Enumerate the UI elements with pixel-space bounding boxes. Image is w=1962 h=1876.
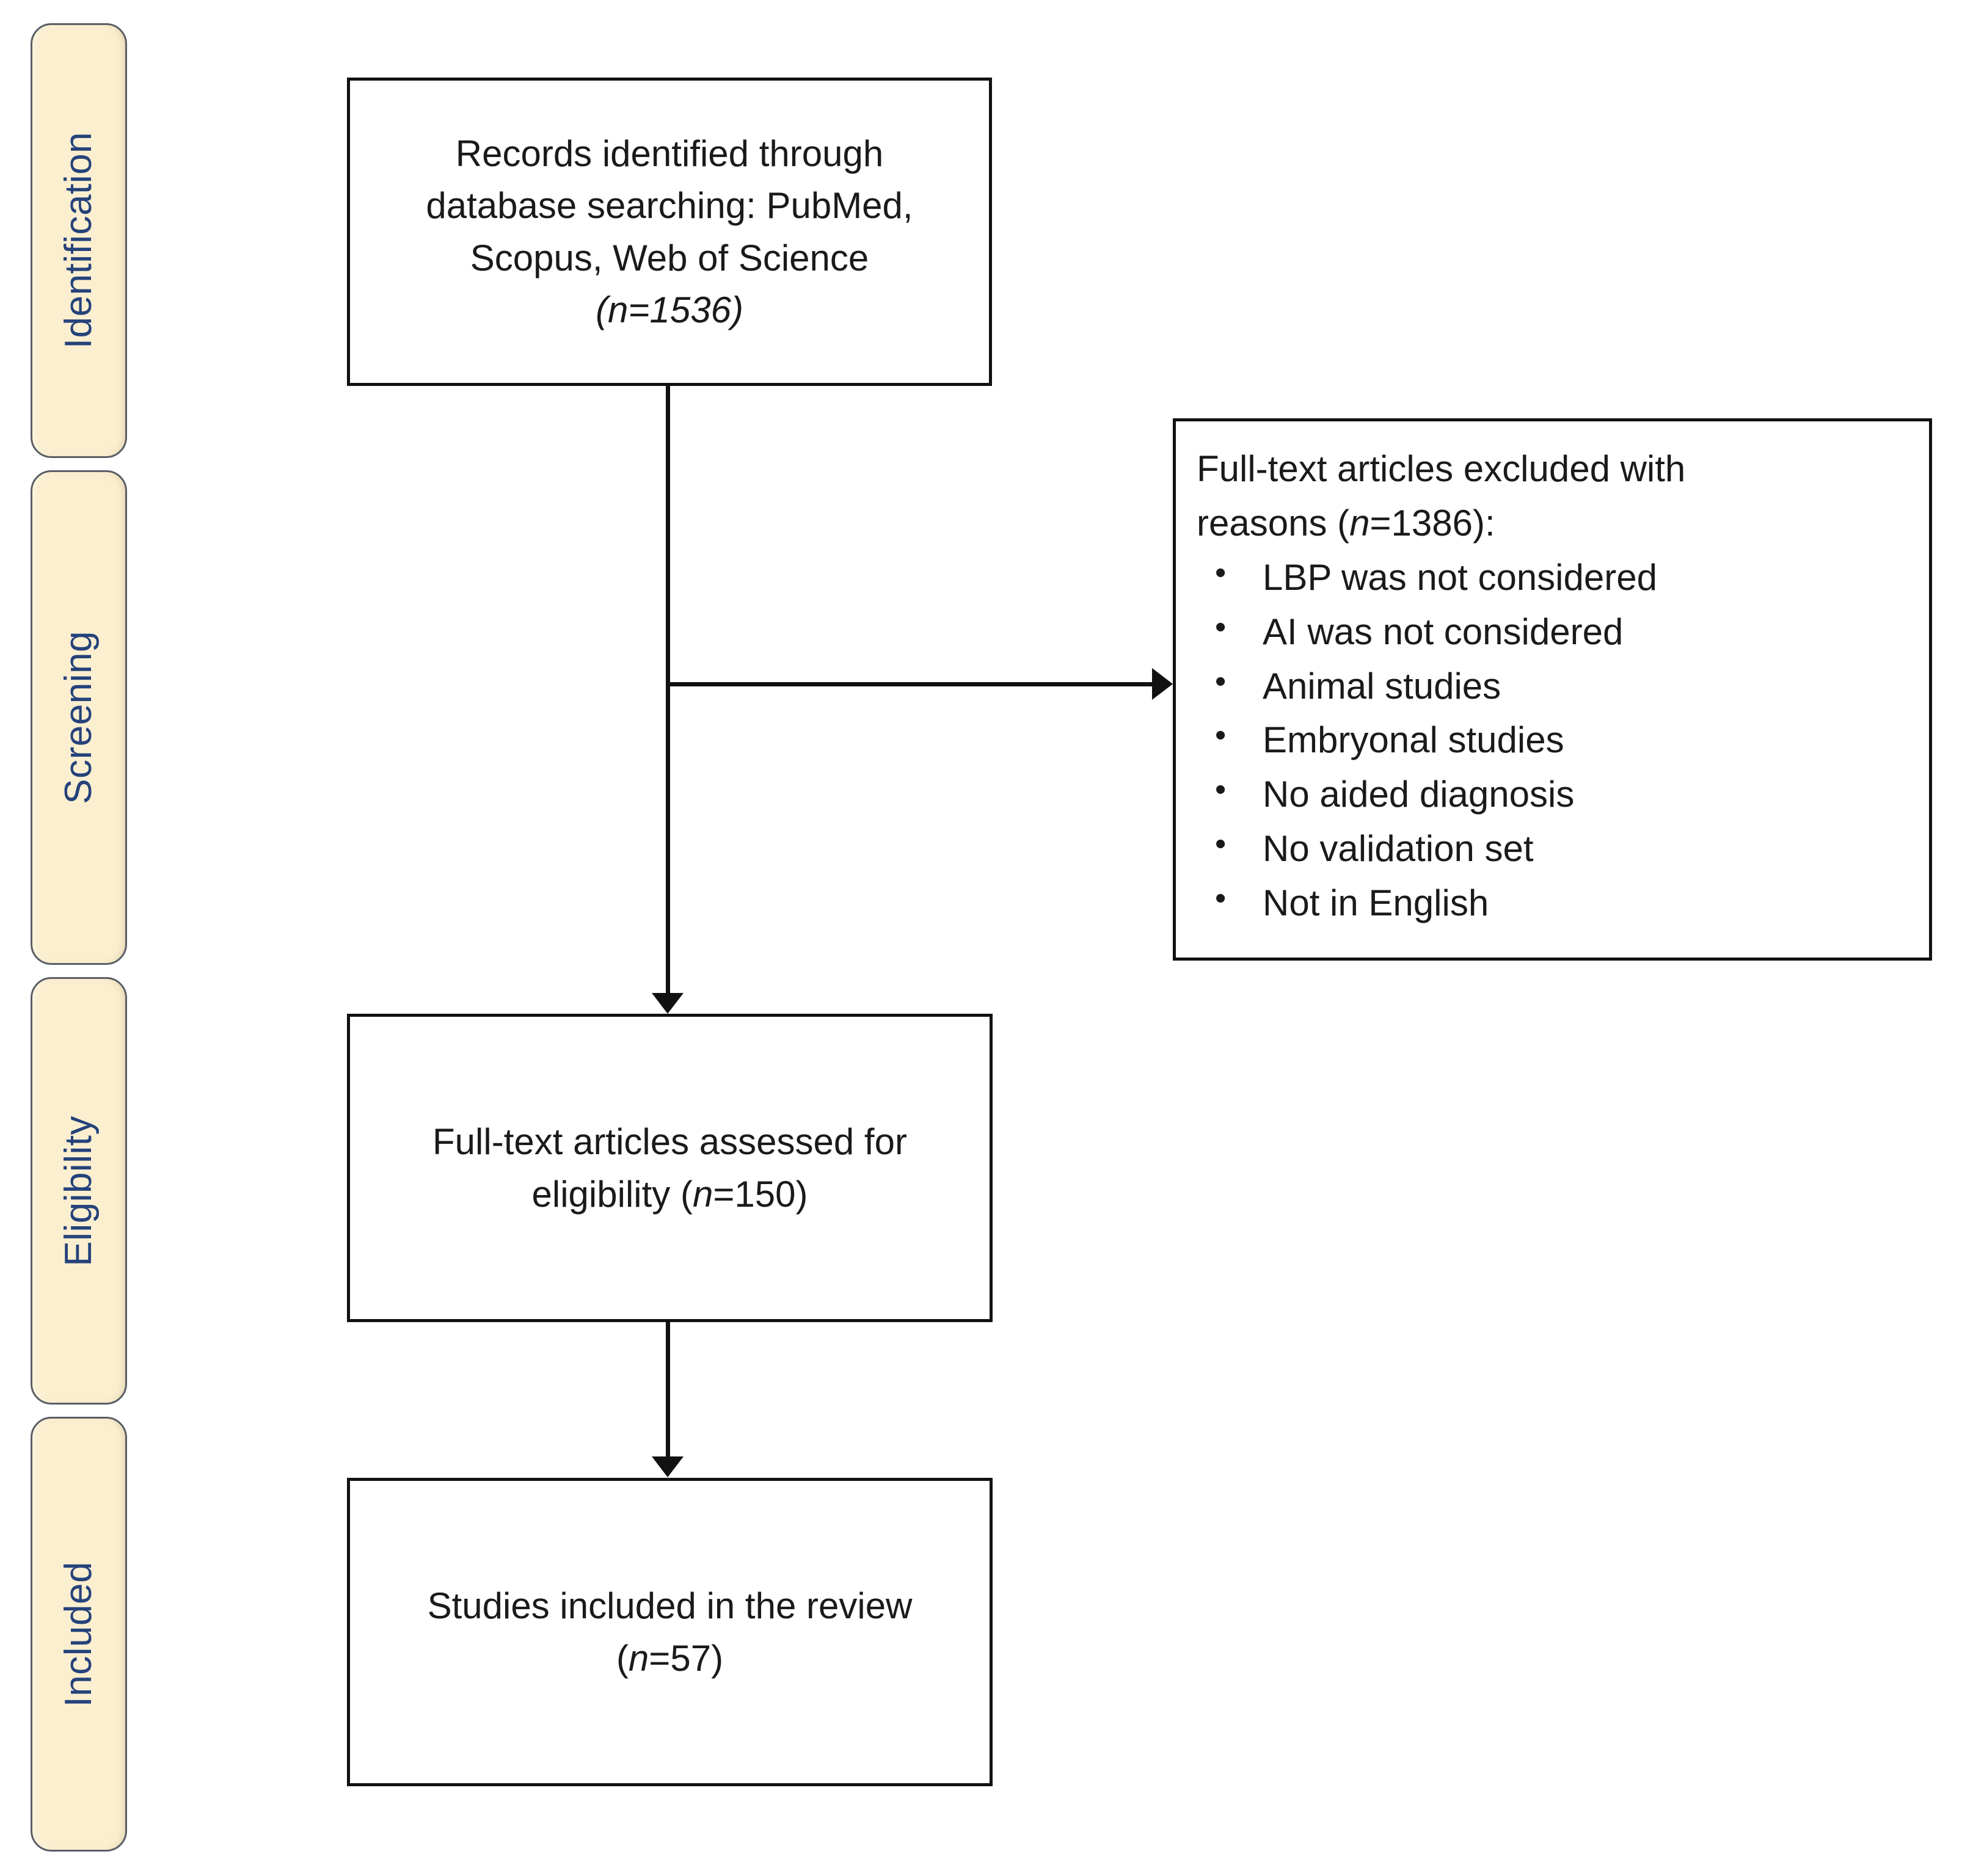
arrowhead-into-excluded — [1152, 668, 1173, 700]
stage-label-included: Included — [57, 1561, 100, 1707]
excluded-reason-item: Animal studies — [1197, 658, 1685, 714]
box-records-identified: Records identified through database sear… — [347, 78, 992, 386]
records-line-3: Scopus, Web of Science — [470, 237, 869, 278]
assessed-suffix: =150) — [713, 1173, 808, 1215]
box-excluded-text: Full-text articles excluded with reasons… — [1176, 421, 1704, 931]
box-fulltext-assessed-text: Full-text articles assessed for eligibil… — [409, 1116, 930, 1220]
excluded-heading-suffix: =1386): — [1369, 503, 1495, 544]
included-line-2: (n=57) — [428, 1632, 913, 1684]
excluded-heading-n: n — [1349, 503, 1370, 544]
excluded-reason-item: AI was not considered — [1197, 604, 1685, 660]
included-suffix: =57) — [649, 1637, 724, 1679]
excluded-reasons-list: LBP was not considered AI was not consid… — [1197, 550, 1685, 931]
excluded-reason-item: Embryonal studies — [1197, 712, 1685, 768]
arrowhead-into-included — [652, 1456, 684, 1477]
excluded-heading-line-1: Full-text articles excluded with — [1197, 448, 1686, 489]
excluded-reason-item: No validation set — [1197, 821, 1685, 876]
stage-included: Included — [31, 1417, 127, 1852]
excluded-heading-prefix: reasons ( — [1197, 503, 1350, 544]
records-count-value: =1536) — [628, 289, 743, 330]
assessed-line-1: Full-text articles assessed for — [432, 1121, 907, 1163]
connector-to-excluded — [666, 682, 1152, 686]
included-prefix: ( — [616, 1637, 629, 1679]
excluded-reason-item: Not in English — [1197, 875, 1685, 931]
assessed-prefix: eligibility ( — [531, 1173, 693, 1215]
box-records-identified-text: Records identified through database sear… — [403, 128, 936, 336]
box-studies-included: Studies included in the review (n=57) — [347, 1478, 993, 1786]
included-line-1: Studies included in the review — [427, 1585, 913, 1627]
records-count-line: (n=1536) — [426, 284, 913, 336]
excluded-reason-item: No aided diagnosis — [1197, 766, 1685, 822]
records-count-paren-open: ( — [596, 289, 608, 330]
box-fulltext-assessed: Full-text articles assessed for eligibil… — [347, 1014, 993, 1322]
box-excluded-with-reasons: Full-text articles excluded with reasons… — [1173, 418, 1932, 961]
arrowhead-into-assessed — [652, 993, 684, 1014]
stage-screening: Screening — [31, 470, 127, 965]
stage-label-screening: Screening — [57, 631, 100, 804]
stage-eligibility: Eligibility — [31, 977, 127, 1405]
assessed-line-2: eligibility (n=150) — [432, 1168, 907, 1220]
connector-identified-to-assessed — [666, 386, 670, 993]
records-line-1: Records identified through — [455, 133, 884, 175]
stage-label-eligibility: Eligibility — [57, 1115, 100, 1267]
box-studies-included-text: Studies included in the review (n=57) — [404, 1580, 936, 1684]
records-count-n: n — [608, 289, 629, 330]
stage-identification: Identification — [31, 23, 127, 458]
included-n: n — [628, 1637, 649, 1679]
excluded-heading-line-2: reasons (n=1386): — [1197, 496, 1685, 550]
stage-label-identification: Identification — [57, 132, 100, 349]
records-line-2: database searching: PubMed, — [426, 185, 913, 227]
assessed-n: n — [692, 1173, 713, 1215]
excluded-reason-item: LBP was not considered — [1197, 550, 1685, 605]
connector-assessed-to-included — [666, 1322, 670, 1456]
